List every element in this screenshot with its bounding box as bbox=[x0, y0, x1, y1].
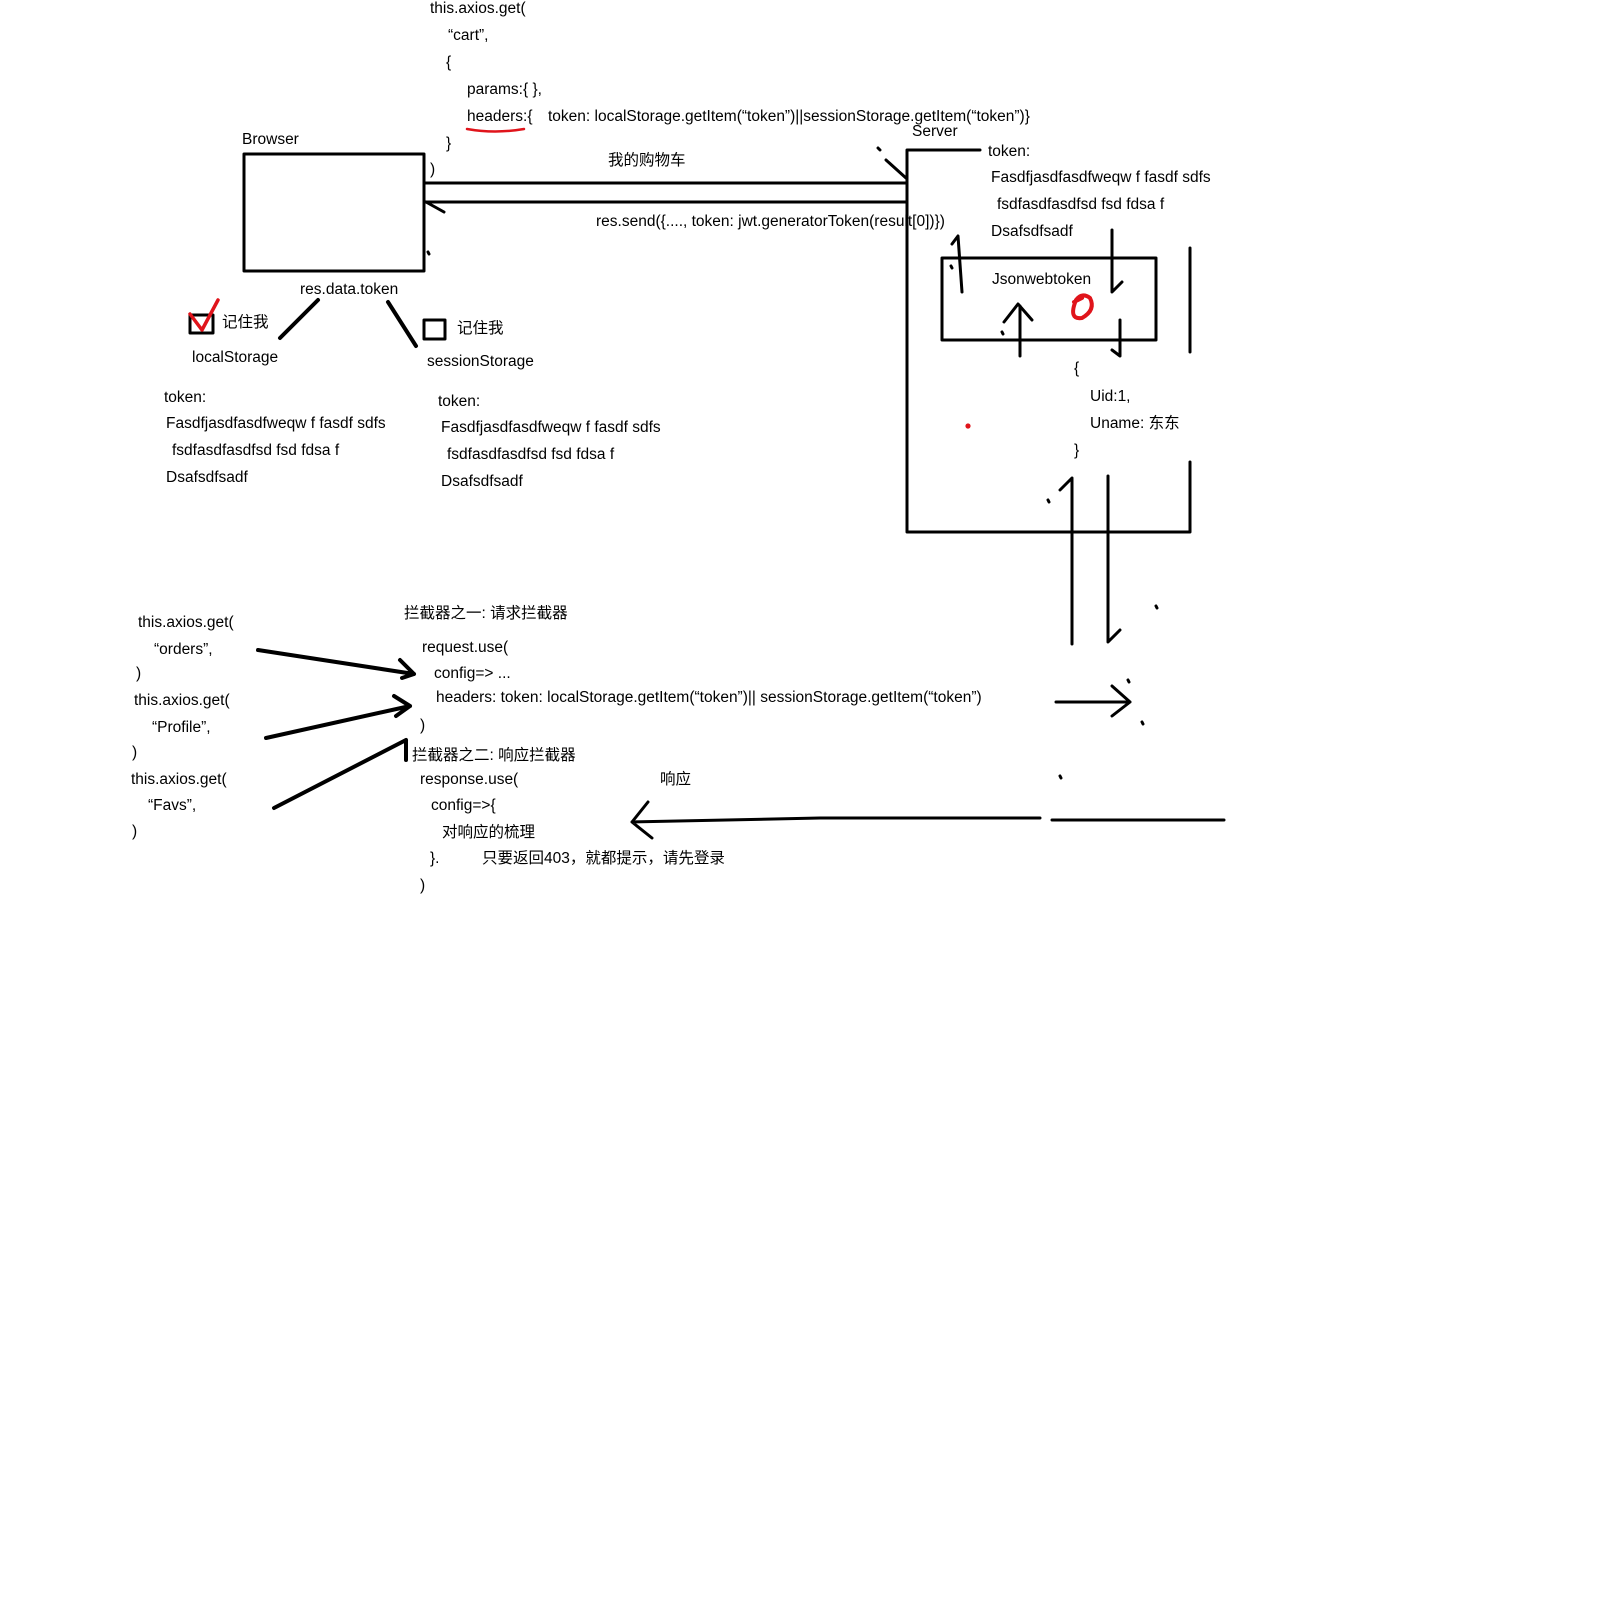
cart-request-line7: ) bbox=[430, 161, 436, 178]
server-token-line: fsdfasdfasdfsd fsd fdsa f bbox=[997, 196, 1165, 213]
cart-request-headers-key: headers:{ bbox=[467, 108, 533, 125]
request-interceptor-line1: request.use( bbox=[422, 639, 509, 656]
sessionstorage-line bbox=[386, 300, 418, 348]
payload-line: Uid:1, bbox=[1090, 388, 1131, 405]
red-dot bbox=[965, 423, 971, 429]
response-arrow-label: res.send({...., token: jwt.generatorToke… bbox=[596, 213, 945, 230]
sessionstorage-checkbox[interactable] bbox=[422, 318, 447, 341]
jwt-right-arrow-down bbox=[1110, 228, 1124, 294]
jwt-right-lower-stroke bbox=[1110, 318, 1122, 358]
cart-request-line2: “cart”, bbox=[448, 27, 489, 44]
browser-token-label: res.data.token bbox=[300, 281, 399, 298]
request-interceptor-line3: headers: token: localStorage.getItem(“to… bbox=[436, 689, 982, 706]
localstorage-token-line: fsdfasdfasdfsd fsd fdsa f bbox=[172, 442, 340, 459]
browser-box bbox=[242, 152, 426, 273]
cart-request-line1: this.axios.get( bbox=[430, 0, 526, 17]
sessionstorage-token-line: fsdfasdfasdfsd fsd fdsa f bbox=[447, 446, 615, 463]
orders-request-line3: ) bbox=[136, 665, 142, 682]
jwt-left-stroke bbox=[949, 234, 964, 294]
sessionstorage-token-line: Fasdfjasdfasdfweqw f fasdf sdfs bbox=[441, 419, 661, 436]
browser-label: Browser bbox=[242, 131, 299, 148]
orders-request-line2: “orders”, bbox=[154, 641, 213, 658]
server-down-arrow-right bbox=[1106, 474, 1159, 644]
jwt-label: Jsonwebtoken bbox=[992, 271, 1092, 288]
localstorage-token-line: token: bbox=[164, 389, 207, 406]
payload-line: { bbox=[1074, 360, 1080, 377]
response-interceptor-line1: response.use( bbox=[420, 771, 519, 788]
request-arrow-label: 我的购物车 bbox=[608, 152, 686, 169]
jwt-box bbox=[940, 256, 1158, 342]
server-token-line: Fasdfjasdfasdfweqw f fasdf sdfs bbox=[991, 169, 1211, 186]
server-frame bbox=[905, 148, 1192, 534]
localstorage-checkbox-label: 记住我 bbox=[222, 314, 269, 331]
response-arrow-text: 响应 bbox=[660, 771, 692, 788]
favs-request-line2: “Favs”, bbox=[148, 797, 197, 814]
response-arrow-head bbox=[424, 200, 446, 256]
cart-request-headers-value: token: localStorage.getItem(“token”)||se… bbox=[548, 108, 1030, 125]
response-interceptor-line2: config=>{ bbox=[431, 797, 496, 814]
jwt-up-arrow bbox=[1000, 302, 1034, 358]
sessionstorage-checkbox-label: 记住我 bbox=[457, 320, 504, 337]
server-label: Server bbox=[912, 123, 958, 140]
server-token-line: token: bbox=[988, 143, 1031, 160]
request-arrow-head bbox=[876, 146, 908, 180]
orders-arrow bbox=[256, 648, 416, 680]
favs-request-line1: this.axios.get( bbox=[131, 771, 227, 788]
localstorage-checkmark bbox=[188, 298, 220, 332]
payload-line: Uname: 东东 bbox=[1090, 415, 1180, 432]
server-up-arrow-left bbox=[1046, 476, 1074, 646]
response-interceptor-line4: }. bbox=[430, 850, 440, 867]
response-interceptor-arrow bbox=[630, 774, 1226, 840]
orders-request-line1: this.axios.get( bbox=[138, 614, 234, 631]
cart-request-line4: params:{ }, bbox=[467, 81, 542, 98]
response-interceptor-note: 只要返回403，就都提示，请先登录 bbox=[482, 850, 725, 867]
sessionstorage-token-line: token: bbox=[438, 393, 481, 410]
localstorage-token-line: Fasdfjasdfasdfweqw f fasdf sdfs bbox=[166, 415, 386, 432]
request-interceptor-title: 拦截器之一: 请求拦截器 bbox=[404, 605, 568, 622]
payload-line: } bbox=[1074, 442, 1080, 459]
request-interceptor-arrow bbox=[1054, 678, 1145, 726]
localstorage-line bbox=[278, 298, 320, 340]
localstorage-name: localStorage bbox=[192, 349, 279, 366]
request-interceptor-line4: ) bbox=[420, 717, 426, 734]
server-token-line: Dsafsdfsadf bbox=[991, 223, 1073, 240]
profile-request-line2: “Profile”, bbox=[152, 719, 211, 736]
sessionstorage-token-line: Dsafsdfsadf bbox=[441, 473, 523, 490]
cart-request-line6: } bbox=[446, 135, 452, 152]
cart-request-line3: { bbox=[446, 54, 452, 71]
sessionstorage-name: sessionStorage bbox=[427, 353, 534, 370]
localstorage-token-line: Dsafsdfsadf bbox=[166, 469, 248, 486]
favs-request-line3: ) bbox=[132, 823, 138, 840]
profile-request-line3: ) bbox=[132, 744, 138, 761]
profile-arrow bbox=[264, 694, 412, 740]
jwt-red-mark bbox=[1071, 293, 1094, 321]
headers-underline bbox=[465, 127, 526, 133]
response-interceptor-title: 拦截器之二: 响应拦截器 bbox=[412, 747, 576, 764]
localstorage-checkbox[interactable] bbox=[188, 313, 215, 335]
profile-request-line1: this.axios.get( bbox=[134, 692, 230, 709]
favs-arrow bbox=[272, 738, 408, 810]
request-interceptor-line2: config=> ... bbox=[434, 665, 511, 682]
response-interceptor-line5: ) bbox=[420, 877, 426, 894]
response-interceptor-line3: 对响应的梳理 bbox=[442, 824, 536, 841]
